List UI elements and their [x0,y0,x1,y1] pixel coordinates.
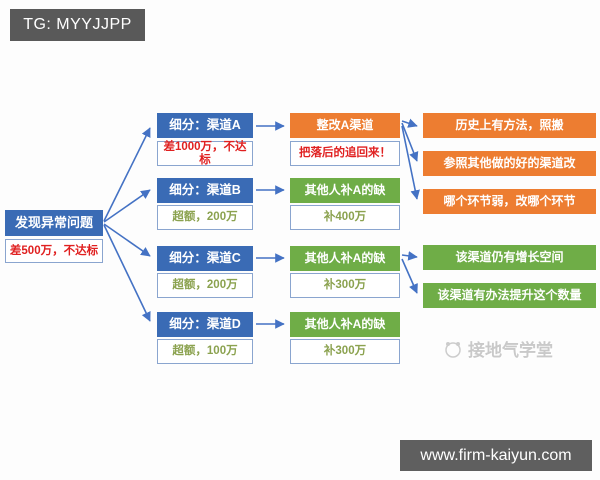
branch-a-outcome-1-label: 历史上有方法，照搬 [455,117,564,132]
header-tag-text: TG: MYYJJPP [23,16,132,33]
branch-c-note: 超额，200万 [157,273,253,298]
branch-d-note-text: 超额，100万 [172,345,238,358]
branch-d-action-node: 其他人补A的缺 [290,312,400,337]
root-node-label: 发现异常问题 [14,214,93,230]
branch-a-note-text: 差1000万，不达标 [163,140,247,166]
branch-a-outcome-2: 参照其他做的好的渠道改 [423,151,596,176]
branch-b-note: 超额，200万 [157,205,253,230]
branch-a-note: 差1000万，不达标 [157,141,253,166]
branch-b-label: 细分：渠道B [169,182,241,197]
branch-b-action-note-text: 补400万 [323,211,367,224]
footer-url-badge: www.firm-kaiyun.com [400,440,592,471]
watermark: 接地气学堂 [443,336,553,361]
branch-b-action-node: 其他人补A的缺 [290,178,400,203]
branch-c-action-note-text: 补300万 [323,279,367,292]
footer-url-text: www.firm-kaiyun.com [420,446,572,464]
branch-c-outcome-2-label: 该渠道有办法提升这个数量 [437,287,582,302]
branch-c-action-label: 其他人补A的缺 [304,250,386,265]
branch-c-outcome-1-label: 该渠道仍有增长空间 [455,249,564,264]
branch-b-action-label: 其他人补A的缺 [304,182,386,197]
watermark-text: 接地气学堂 [468,341,553,360]
branch-d-action-label: 其他人补A的缺 [304,316,386,331]
branch-c-action-note: 补300万 [290,273,400,298]
branch-a-action-node: 整改A渠道 [290,113,400,138]
branch-c-note-text: 超额，200万 [172,279,238,292]
branch-b-note-text: 超额，200万 [172,211,238,224]
root-note-text: 差500万，不达标 [9,244,99,257]
branch-c-outcome-2: 该渠道有办法提升这个数量 [423,283,596,308]
branch-c-action-node: 其他人补A的缺 [290,246,400,271]
branch-a-outcome-3-label: 哪个环节弱，改哪个环节 [443,193,576,208]
branch-d-label: 细分：渠道D [169,316,241,331]
branch-b-node: 细分：渠道B [157,178,253,203]
branch-d-note: 超额，100万 [157,339,253,364]
branch-a-outcome-2-label: 参照其他做的好的渠道改 [443,155,576,170]
branch-d-action-note-text: 补300万 [323,345,367,358]
branch-a-action-label: 整改A渠道 [316,117,374,132]
branch-a-outcome-3: 哪个环节弱，改哪个环节 [423,189,596,214]
branch-a-label: 细分：渠道A [169,117,241,132]
branch-c-node: 细分：渠道C [157,246,253,271]
branch-b-action-note: 补400万 [290,205,400,230]
branch-c-label: 细分：渠道C [169,250,241,265]
root-node: 发现异常问题 [5,210,103,236]
header-tag-badge: TG: MYYJJPP [10,9,145,41]
branch-a-action-note-text: 把落后的追回来！ [299,147,391,160]
branch-c-outcome-1: 该渠道仍有增长空间 [423,245,596,270]
root-note: 差500万，不达标 [5,239,103,263]
branch-a-outcome-1: 历史上有方法，照搬 [423,113,596,138]
branch-a-action-note: 把落后的追回来！ [290,141,400,166]
panda-logo-icon [445,341,461,358]
branch-d-action-note: 补300万 [290,339,400,364]
branch-a-node: 细分：渠道A [157,113,253,138]
branch-d-node: 细分：渠道D [157,312,253,337]
